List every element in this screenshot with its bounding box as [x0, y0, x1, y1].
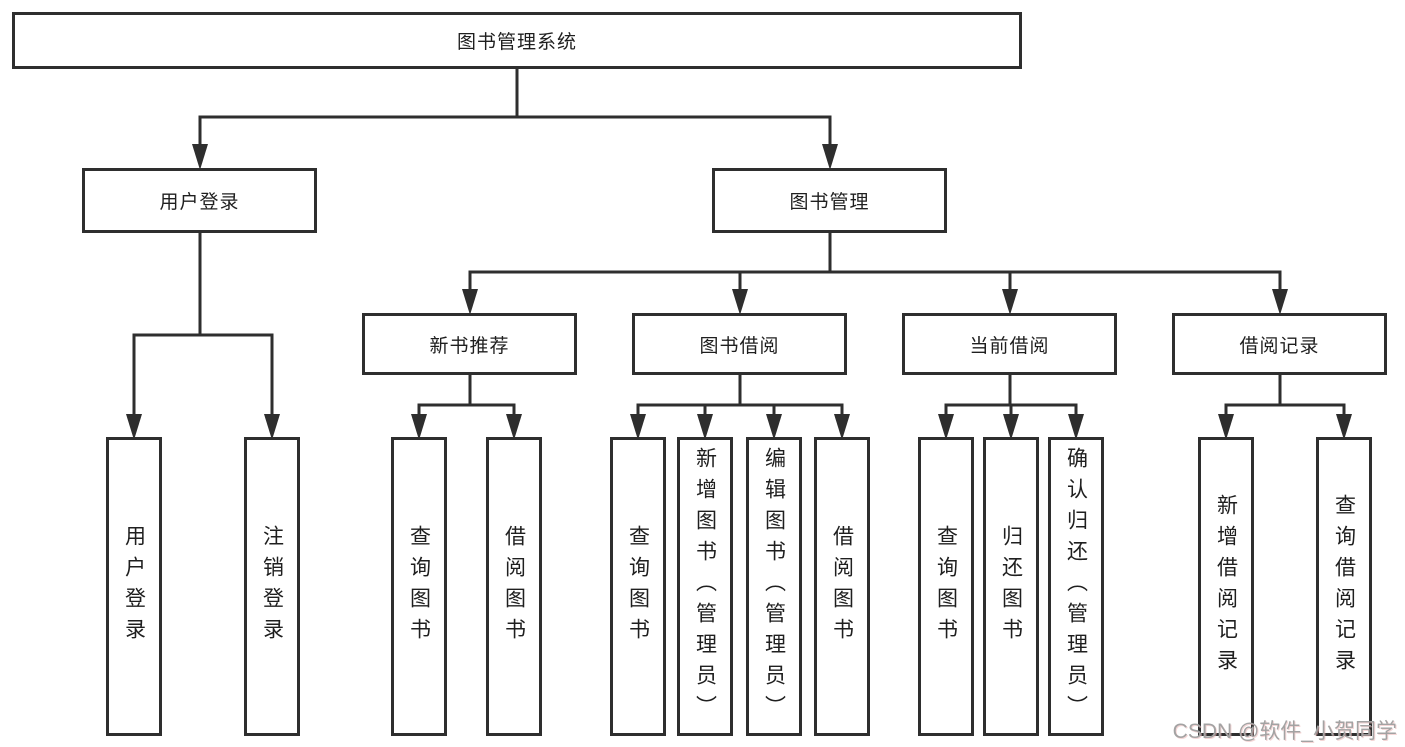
leaf-confirm-return-admin: 确认归还（管理员） — [1048, 437, 1104, 736]
node-user-login: 用户登录 — [82, 168, 317, 233]
node-root-library-system: 图书管理系统 — [12, 12, 1022, 69]
leaf-return-books: 归还图书 — [983, 437, 1039, 736]
node-book-borrowing: 图书借阅 — [632, 313, 847, 375]
leaf-logout: 注销登录 — [244, 437, 300, 736]
leaf-add-borrow-record: 新增借阅记录 — [1198, 437, 1254, 736]
arrowheads — [126, 144, 1352, 440]
connector-book-mgmt-to-level3 — [468, 233, 1282, 294]
connector-current-borrow-children — [944, 375, 1078, 418]
leaf-query-books-current-label: 查询图书 — [934, 524, 958, 649]
leaf-user-login-label: 用户登录 — [122, 524, 146, 649]
leaf-user-login: 用户登录 — [106, 437, 162, 736]
csdn-watermark: CSDN @软件_小贺同学 — [1172, 720, 1397, 743]
leaf-edit-books-admin: 编辑图书（管理员） — [746, 437, 802, 736]
connector-root-to-level2 — [198, 69, 832, 150]
leaf-logout-label: 注销登录 — [260, 524, 284, 649]
node-current-borrowing-label: 当前借阅 — [969, 335, 1050, 357]
leaf-borrow-books-recommend-label: 借阅图书 — [502, 524, 526, 649]
leaf-query-books-recommend: 查询图书 — [391, 437, 447, 736]
leaf-query-borrow-record-label: 查询借阅记录 — [1332, 493, 1356, 680]
leaf-query-books-recommend-label: 查询图书 — [407, 524, 431, 649]
leaf-query-borrow-record: 查询借阅记录 — [1316, 437, 1372, 736]
node-root-label: 图书管理系统 — [456, 32, 577, 53]
node-user-login-label: 用户登录 — [159, 192, 240, 213]
node-new-book-recommend-label: 新书推荐 — [429, 335, 510, 357]
node-book-management-label: 图书管理 — [789, 192, 870, 213]
node-borrowing-records: 借阅记录 — [1172, 313, 1387, 375]
leaf-add-books-admin-label: 新增图书（管理员） — [693, 447, 717, 726]
connector-book-borrow-children — [636, 375, 844, 418]
leaf-return-books-label: 归还图书 — [999, 524, 1023, 649]
node-current-borrowing: 当前借阅 — [902, 313, 1117, 375]
leaf-borrow-books-recommend: 借阅图书 — [486, 437, 542, 736]
connector-user-login-children — [132, 233, 274, 418]
leaf-confirm-return-admin-label: 确认归还（管理员） — [1064, 447, 1088, 726]
leaf-add-borrow-record-label: 新增借阅记录 — [1214, 493, 1238, 680]
leaf-edit-books-admin-label: 编辑图书（管理员） — [762, 447, 786, 726]
node-book-borrowing-label: 图书借阅 — [699, 335, 780, 357]
leaf-borrow-books-label: 借阅图书 — [830, 524, 854, 649]
leaf-query-books-current: 查询图书 — [918, 437, 974, 736]
node-borrowing-records-label: 借阅记录 — [1239, 335, 1320, 357]
node-book-management: 图书管理 — [712, 168, 947, 233]
node-new-book-recommend: 新书推荐 — [362, 313, 577, 375]
leaf-add-books-admin: 新增图书（管理员） — [677, 437, 733, 736]
leaf-borrow-books: 借阅图书 — [814, 437, 870, 736]
leaf-query-books-borrow: 查询图书 — [610, 437, 666, 736]
leaf-query-books-borrow-label: 查询图书 — [626, 524, 650, 649]
connector-borrow-record-children — [1224, 375, 1346, 418]
connector-new-book-children — [417, 375, 516, 418]
